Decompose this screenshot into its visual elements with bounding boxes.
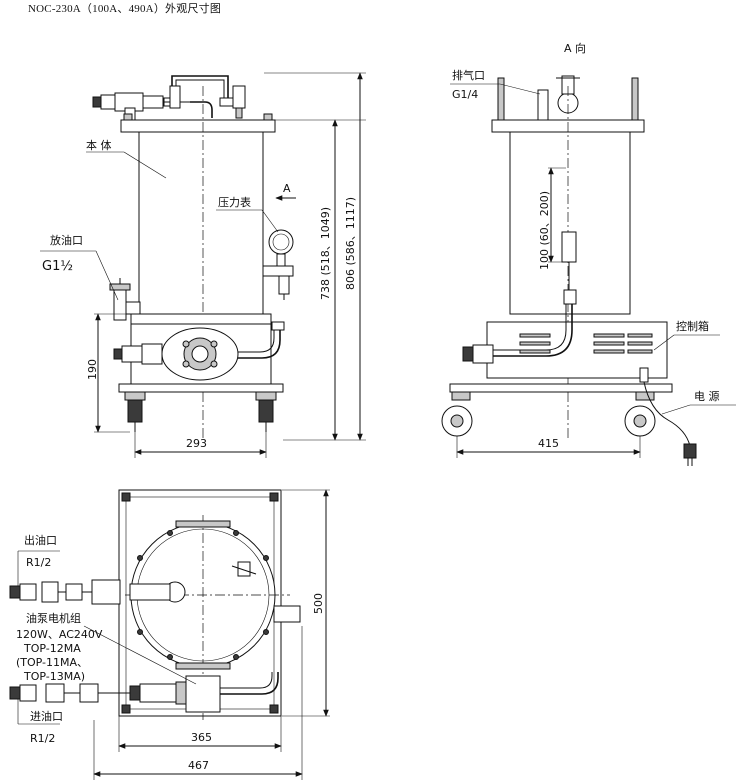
dim-gauge-height: 100 (60、200) — [538, 191, 551, 270]
caster-rear-icon — [624, 391, 656, 437]
pressure-gauge-label: 压力表 — [218, 195, 251, 209]
base-frame — [118, 383, 284, 393]
outlet-label: 出油口 — [24, 533, 57, 547]
vent-size-label: G1/4 — [452, 88, 478, 101]
drain-label: 放油口 — [50, 233, 83, 247]
pump-motor-icon — [161, 327, 239, 381]
motor-spec-1: 120W、AC240V — [16, 628, 103, 641]
dim-full-height: 806 (586、1117) — [344, 197, 357, 290]
caster-right-icon — [255, 391, 277, 432]
dim-body-height: 738 (518、1049) — [319, 207, 332, 300]
dim-base-height: 190 — [86, 359, 99, 380]
pressure-gauge-icon — [262, 229, 294, 300]
side-view: A 向 — [441, 41, 736, 466]
arrow-a-label: A — [283, 182, 291, 195]
dim-outer-width: 467 — [188, 759, 209, 772]
motor-spec-3: (TOP-11MA、 — [16, 656, 88, 669]
dim-front-width: 293 — [186, 437, 207, 450]
motor-group-icon — [129, 675, 221, 713]
outlet-size-label: R1/2 — [26, 556, 51, 569]
dim-inner-width: 365 — [191, 731, 212, 744]
motor-spec-4: TOP-13MA) — [23, 670, 85, 683]
vent-icon — [537, 89, 549, 121]
drawing-title: NOC-230A（100A、490A）外观尺寸图 — [28, 3, 222, 15]
tank-body — [138, 131, 264, 315]
inlet-label: 进油口 — [30, 709, 63, 723]
body-label: 本 体 — [86, 138, 112, 152]
motor-group-label: 油泵电机组 — [26, 611, 81, 625]
side-gauge-icon — [561, 231, 577, 263]
front-view: A — [40, 72, 366, 458]
drain-size-label: G1½ — [42, 259, 73, 274]
dim-side-width: 415 — [538, 437, 559, 450]
motor-spec-2: TOP-12MA — [23, 642, 81, 655]
power-cord-icon — [639, 367, 697, 466]
vent-label: 排气口 — [452, 68, 485, 82]
tank-lid — [120, 119, 276, 133]
inlet-fitting-icon — [9, 683, 130, 703]
top-piping — [92, 75, 246, 121]
control-box-label: 控制箱 — [676, 319, 709, 333]
vent-slots — [519, 333, 653, 354]
caster-front-icon — [441, 391, 473, 437]
top-view: 出油口 R1/2 油泵电机组 120W、AC240V TOP-12MA (TOP… — [9, 489, 330, 780]
caster-left-icon — [124, 391, 146, 432]
power-label: 电 源 — [694, 389, 720, 403]
outlet-fitting-icon — [9, 579, 121, 605]
inlet-size-label: R1/2 — [30, 732, 55, 745]
dim-top-depth: 500 — [312, 593, 325, 614]
side-view-title: A 向 — [564, 41, 586, 55]
